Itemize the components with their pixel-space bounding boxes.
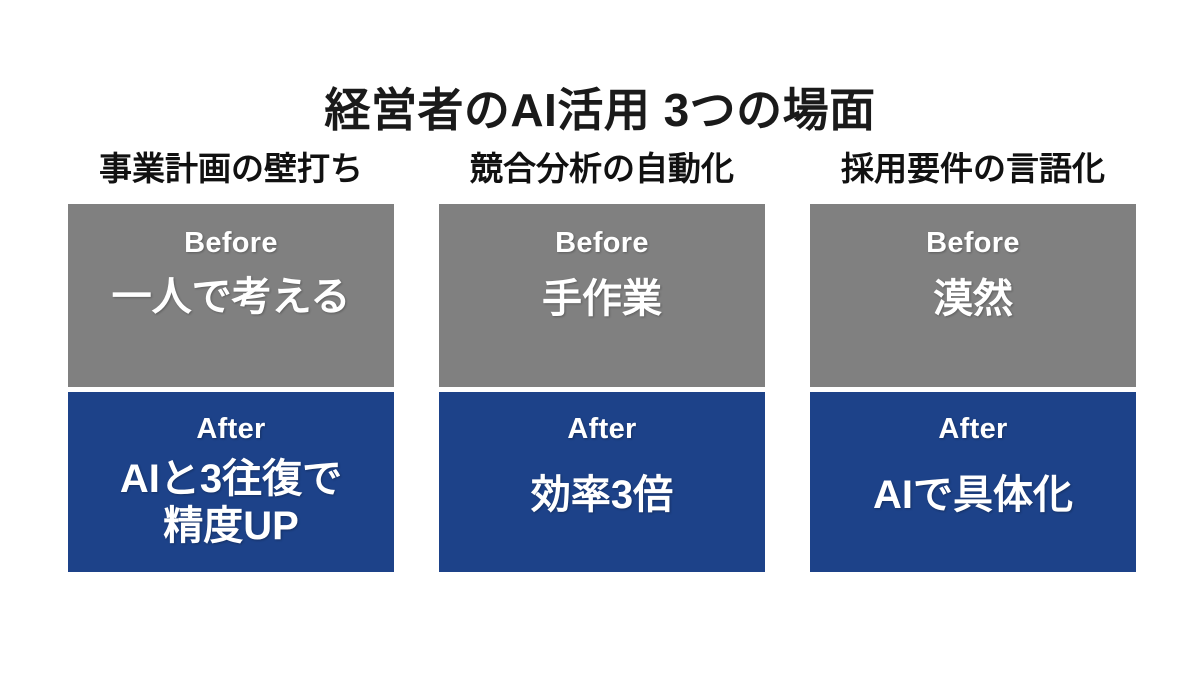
- after-label-3: After: [938, 412, 1008, 445]
- after-value-3: AIで具体化: [873, 472, 1073, 517]
- after-panel-2: After 効率3倍: [439, 391, 765, 572]
- before-label-1: Before: [184, 226, 278, 259]
- before-label-2: Before: [555, 226, 649, 259]
- before-value-3: 漠然: [933, 276, 1013, 321]
- comparison-column-3: 採用要件の言語化 Before 漠然 After AIで具体化: [810, 150, 1136, 572]
- column-heading-2: 競合分析の自動化: [470, 150, 734, 187]
- before-label-3: Before: [926, 226, 1020, 259]
- column-heading-3: 採用要件の言語化: [841, 150, 1105, 187]
- after-label-1: After: [196, 412, 266, 445]
- before-value-1: 一人で考える: [111, 274, 351, 319]
- after-panel-1: After AIと3往復で 精度UP: [68, 391, 394, 572]
- after-value-1: AIと3往復で 精度UP: [119, 456, 343, 549]
- before-panel-2: Before 手作業: [439, 203, 765, 387]
- after-label-2: After: [567, 412, 637, 445]
- comparison-column-1: 事業計画の壁打ち Before 一人で考える After AIと3往復で 精度U…: [68, 150, 394, 572]
- comparison-columns: 事業計画の壁打ち Before 一人で考える After AIと3往復で 精度U…: [68, 150, 1136, 572]
- before-panel-3: Before 漠然: [810, 203, 1136, 387]
- page-title: 経営者のAI活用 3つの場面: [324, 83, 876, 136]
- column-heading-1: 事業計画の壁打ち: [99, 150, 363, 187]
- comparison-column-2: 競合分析の自動化 Before 手作業 After 効率3倍: [439, 150, 765, 572]
- before-panel-1: Before 一人で考える: [68, 203, 394, 387]
- after-value-2: 効率3倍: [530, 472, 674, 517]
- before-value-2: 手作業: [542, 276, 662, 321]
- after-panel-3: After AIで具体化: [810, 391, 1136, 572]
